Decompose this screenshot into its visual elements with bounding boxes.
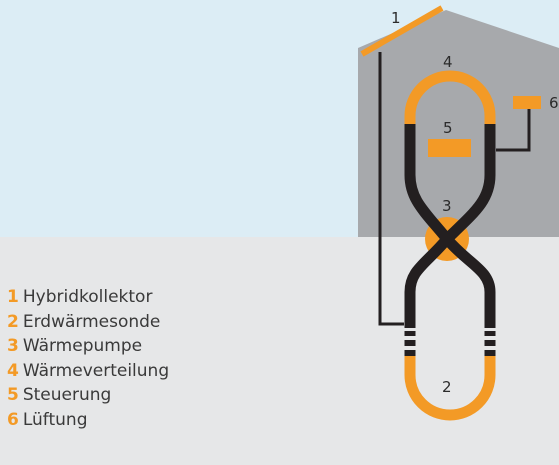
legend-number: 1 (7, 287, 19, 307)
legend-label: Steuerung (22, 385, 112, 406)
legend-label: Erdwärmesonde (22, 311, 161, 332)
ventilation-wire (496, 108, 531, 152)
label-heat-pump: 3 (442, 197, 452, 215)
collector-wire (378, 52, 404, 326)
legend-number: 5 (7, 385, 19, 406)
probe-dashes (404, 318, 496, 356)
legend-label: Lüftung (22, 409, 88, 430)
label-control: 5 (443, 119, 453, 137)
control-unit (428, 139, 471, 157)
ground-probe-loop (404, 356, 496, 421)
hybrid-collector (360, 5, 444, 57)
label-ground-probe: 2 (442, 378, 452, 396)
label-ventilation: 6 (549, 94, 559, 112)
legend-label: Wärmepumpe (22, 336, 143, 357)
ventilation-unit (513, 96, 541, 109)
legend-number: 3 (7, 336, 19, 357)
pipe-right-upper (404, 124, 496, 318)
legend-label: Wärmeverteilung (22, 360, 170, 381)
legend-number: 6 (7, 409, 19, 430)
label-collector: 1 (391, 9, 401, 27)
legend-number: 2 (7, 311, 19, 332)
distribution-loop (404, 70, 496, 126)
label-distribution: 4 (443, 53, 453, 71)
legend-label: Hybridkollektor (22, 287, 153, 307)
legend-number: 4 (7, 360, 19, 381)
